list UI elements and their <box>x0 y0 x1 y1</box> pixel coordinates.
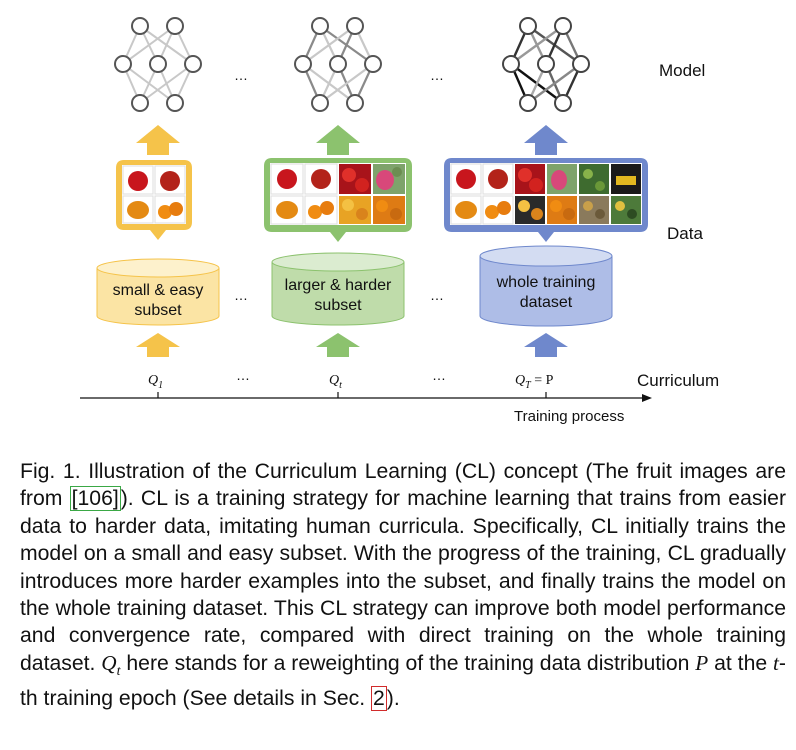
data-box-medium <box>264 158 412 242</box>
caption-text: ). CL is a training strategy for machine… <box>20 487 787 675</box>
caption-text: at the <box>708 651 774 675</box>
math-symbol: Qt <box>101 650 121 680</box>
subset-cylinder-medium: larger & harder subset <box>271 252 405 326</box>
curriculum-figure: … … Model Data Curriculum <box>80 17 719 425</box>
ellipsis: … <box>234 287 248 303</box>
network-model-1 <box>114 17 202 112</box>
ellipsis: … <box>236 367 250 383</box>
up-arrow-easy <box>136 333 180 357</box>
figure-caption: Fig. 1. Illustration of the Curriculum L… <box>20 458 786 713</box>
math-symbol: P <box>695 650 709 675</box>
up-arrow-hard <box>524 333 568 357</box>
up-arrow-hard <box>524 125 568 155</box>
q-label-t: Qt <box>329 373 342 391</box>
row-label-data: Data <box>667 224 703 243</box>
subset-cylinder-easy: small & easy subset <box>96 258 220 326</box>
ellipsis: … <box>234 67 248 83</box>
caption-text: here stands for a reweighting of the tra… <box>120 651 696 675</box>
q-label-T: QT = P <box>515 373 554 391</box>
subset-label-line1: larger & harder <box>285 277 392 294</box>
caption-text: -th training epoch (See details in Sec. <box>20 651 786 711</box>
q-label-1: Q1 <box>148 373 163 391</box>
caption-text: ). <box>386 687 400 711</box>
training-axis <box>80 392 652 402</box>
ellipsis: … <box>430 67 444 83</box>
network-model-2 <box>294 17 382 112</box>
up-arrow-easy <box>136 125 180 155</box>
section-link[interactable]: 2 <box>370 686 387 712</box>
math-symbol: t <box>773 650 779 675</box>
fruit-image-grid <box>450 163 641 225</box>
caption-text: Fig. 1. Illustration of the Curriculum L… <box>20 460 786 511</box>
ellipsis: … <box>430 287 444 303</box>
subset-label-line2: subset <box>134 302 182 319</box>
ellipsis: … <box>432 367 446 383</box>
fruit-image-grid <box>270 163 405 225</box>
network-model-3 <box>502 17 590 112</box>
axis-label: Training process <box>514 408 624 425</box>
up-arrow-medium <box>316 125 360 155</box>
fruit-image-grid <box>122 165 186 224</box>
subset-cylinder-hard: whole training dataset <box>479 245 613 327</box>
citation-link[interactable]: [106] <box>69 486 121 512</box>
data-box-hard <box>444 158 648 242</box>
subset-label-line1: whole training <box>496 274 596 291</box>
row-label-model: Model <box>659 61 705 80</box>
subset-label-line2: subset <box>314 297 362 314</box>
up-arrow-medium <box>316 333 360 357</box>
row-label-curriculum: Curriculum <box>637 371 719 390</box>
data-box-easy <box>116 160 192 240</box>
subset-label-line1: small & easy <box>113 282 204 299</box>
subset-label-line2: dataset <box>520 294 573 311</box>
